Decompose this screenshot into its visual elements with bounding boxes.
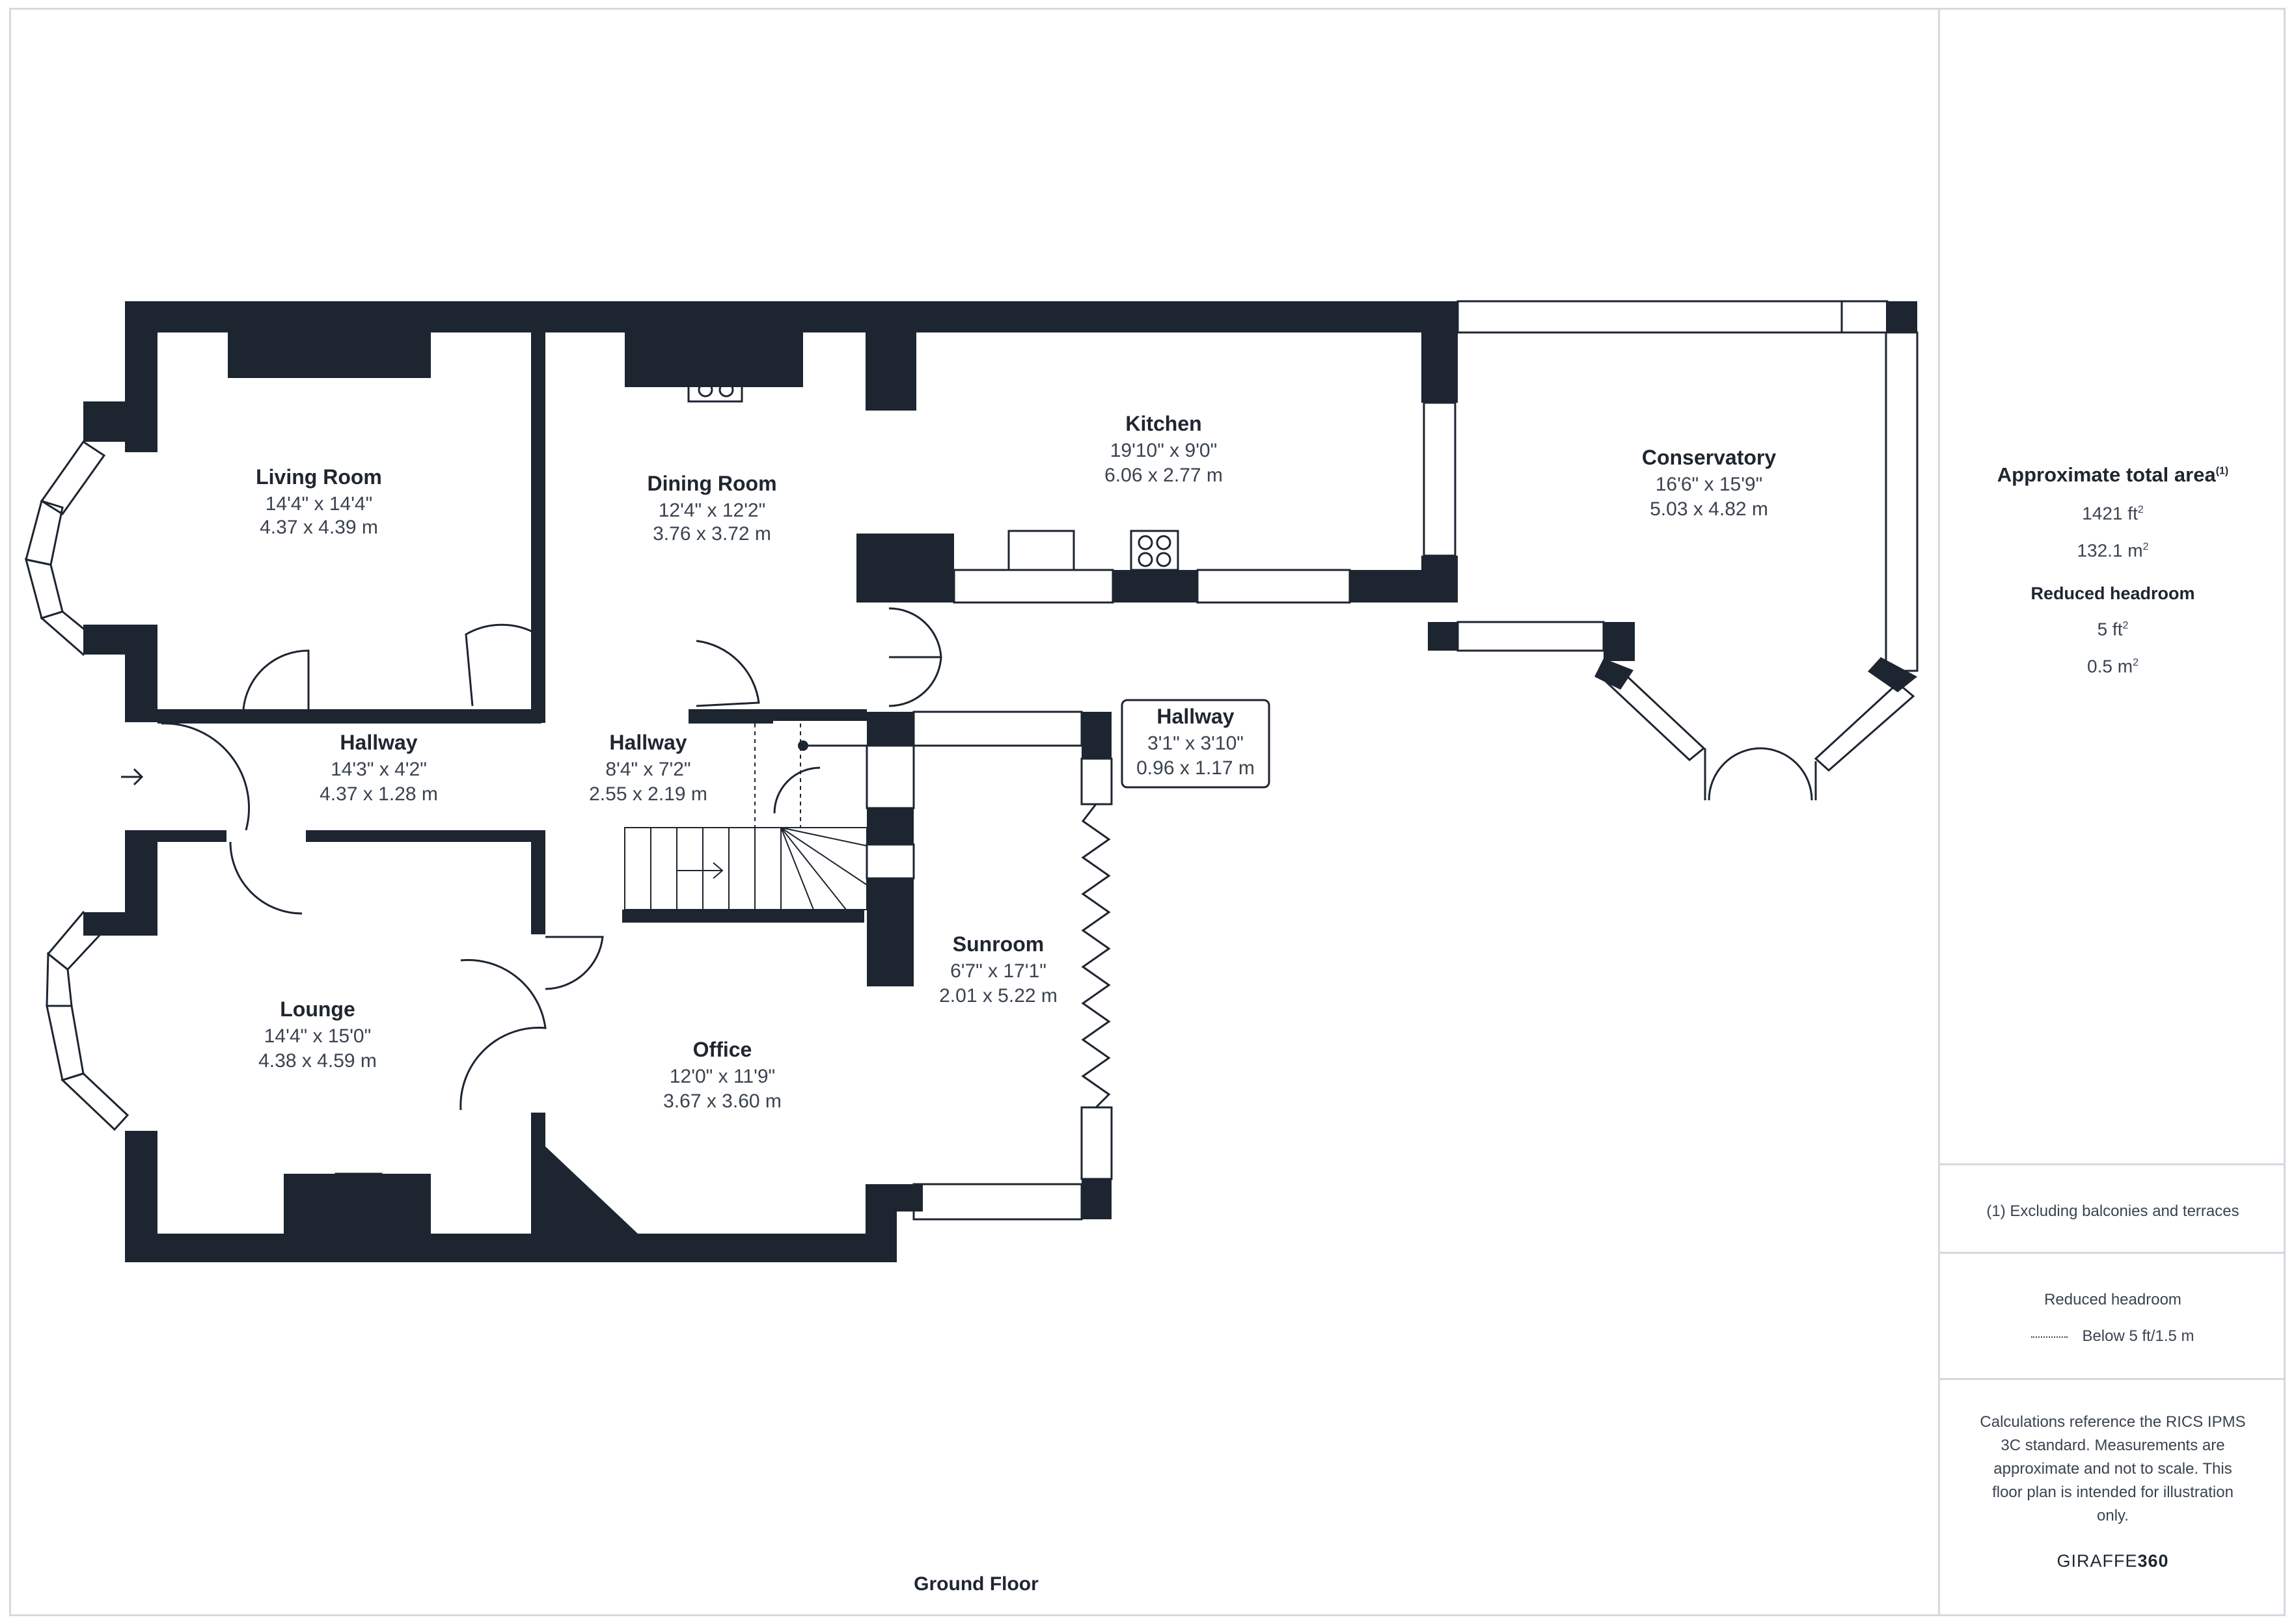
hallway-3-name: Hallway — [1156, 705, 1234, 728]
kitchen-name: Kitchen — [1125, 412, 1201, 435]
brand-logo: GIRAFFE360 — [1940, 1551, 2286, 1571]
kitchen-imperial: 19'10" x 9'0" — [1110, 440, 1218, 461]
sunroom-metric: 2.01 x 5.22 m — [939, 985, 1058, 1007]
reduced-m: 0.5 m2 — [2087, 656, 2139, 677]
conservatory-metric: 5.03 x 4.82 m — [1650, 498, 1768, 520]
living-room-imperial: 14'4" x 14'4" — [266, 493, 373, 515]
area-m-text: 132.1 m — [2077, 540, 2143, 561]
entrance-arrow-icon — [121, 768, 144, 786]
legend-item-text: Below 5 ft/1.5 m — [2082, 1327, 2194, 1345]
hallway-3-metric: 0.96 x 1.17 m — [1136, 757, 1255, 779]
sidebar-divider-1 — [1940, 1163, 2286, 1165]
hallway-1-imperial: 14'3" x 4'2" — [331, 759, 427, 780]
hallway-label-box — [1121, 699, 1270, 789]
sidebar: Approximate total area(1) 1421 ft2 132.1… — [1938, 8, 2286, 1616]
conservatory-imperial: 16'6" x 15'9" — [1656, 474, 1763, 495]
legend: Reduced headroom Below 5 ft/1.5 m — [1940, 1291, 2286, 1346]
sidebar-divider-3 — [1940, 1378, 2286, 1380]
dining-room-metric: 3.76 x 3.72 m — [653, 523, 771, 545]
calculation-note: Calculations reference the RICS IPMS 3C … — [1980, 1413, 2246, 1524]
area-summary: Approximate total area(1) 1421 ft2 132.1… — [1940, 463, 2286, 683]
staircase — [624, 716, 868, 910]
page-frame — [9, 8, 2286, 1616]
sidebar-divider-2 — [1940, 1252, 2286, 1254]
area-m: 132.1 m2 — [2077, 540, 2149, 561]
area-ft: 1421 ft2 — [2082, 503, 2144, 524]
office-imperial: 12'0" x 11'9" — [670, 1066, 775, 1087]
window-frames — [24, 300, 1919, 1221]
reduced-m-text: 0.5 m — [2087, 656, 2133, 677]
reduced-ft: 5 ft2 — [2097, 618, 2129, 639]
hallway-1-metric: 4.37 x 1.28 m — [320, 783, 438, 805]
reduced-headroom-title: Reduced headroom — [2030, 583, 2195, 603]
area-footnote-mark: (1) — [2215, 465, 2229, 477]
living-room-name: Living Room — [256, 465, 382, 489]
brand-light: GIRAFFE — [2057, 1551, 2138, 1571]
hallway-1-name: Hallway — [340, 731, 417, 754]
legend-item: Below 5 ft/1.5 m — [1940, 1327, 2286, 1346]
dining-room-imperial: 12'4" x 12'2" — [659, 500, 766, 521]
office-name: Office — [693, 1038, 752, 1061]
sunroom-name: Sunroom — [953, 932, 1044, 956]
walls — [83, 301, 1917, 1262]
area-ft-text: 1421 ft — [2082, 503, 2138, 524]
office-metric: 3.67 x 3.60 m — [663, 1090, 782, 1112]
area-title-text: Approximate total area — [1997, 463, 2216, 486]
area-title: Approximate total area(1) — [1940, 463, 2286, 487]
floor-label: Ground Floor — [914, 1573, 1039, 1595]
doors — [161, 607, 1813, 1111]
reduced-ft-text: 5 ft — [2097, 618, 2123, 639]
area-footnote: (1) Excluding balconies and terraces — [1986, 1202, 2239, 1220]
hallway-3-imperial: 3'1" x 3'10" — [1147, 733, 1244, 754]
kitchen-metric: 6.06 x 2.77 m — [1104, 465, 1223, 486]
lounge-metric: 4.38 x 4.59 m — [258, 1050, 377, 1072]
lounge-name: Lounge — [280, 997, 355, 1021]
hallway-2-imperial: 8'4" x 7'2" — [605, 759, 690, 780]
legend-title: Reduced headroom — [2044, 1291, 2181, 1308]
sunroom-imperial: 6'7" x 17'1" — [950, 960, 1046, 982]
dotted-line-icon — [2031, 1336, 2068, 1338]
lounge-imperial: 14'4" x 15'0" — [264, 1025, 372, 1047]
conservatory-name: Conservatory — [1642, 446, 1777, 469]
living-room-metric: 4.37 x 4.39 m — [260, 517, 378, 538]
hallway-2-metric: 2.55 x 2.19 m — [589, 783, 707, 805]
dining-room-name: Dining Room — [647, 472, 776, 495]
hallway-2-name: Hallway — [609, 731, 687, 754]
bifold-door — [1081, 804, 1111, 1109]
brand-bold: 360 — [2137, 1551, 2169, 1571]
fixtures — [335, 359, 1179, 1209]
